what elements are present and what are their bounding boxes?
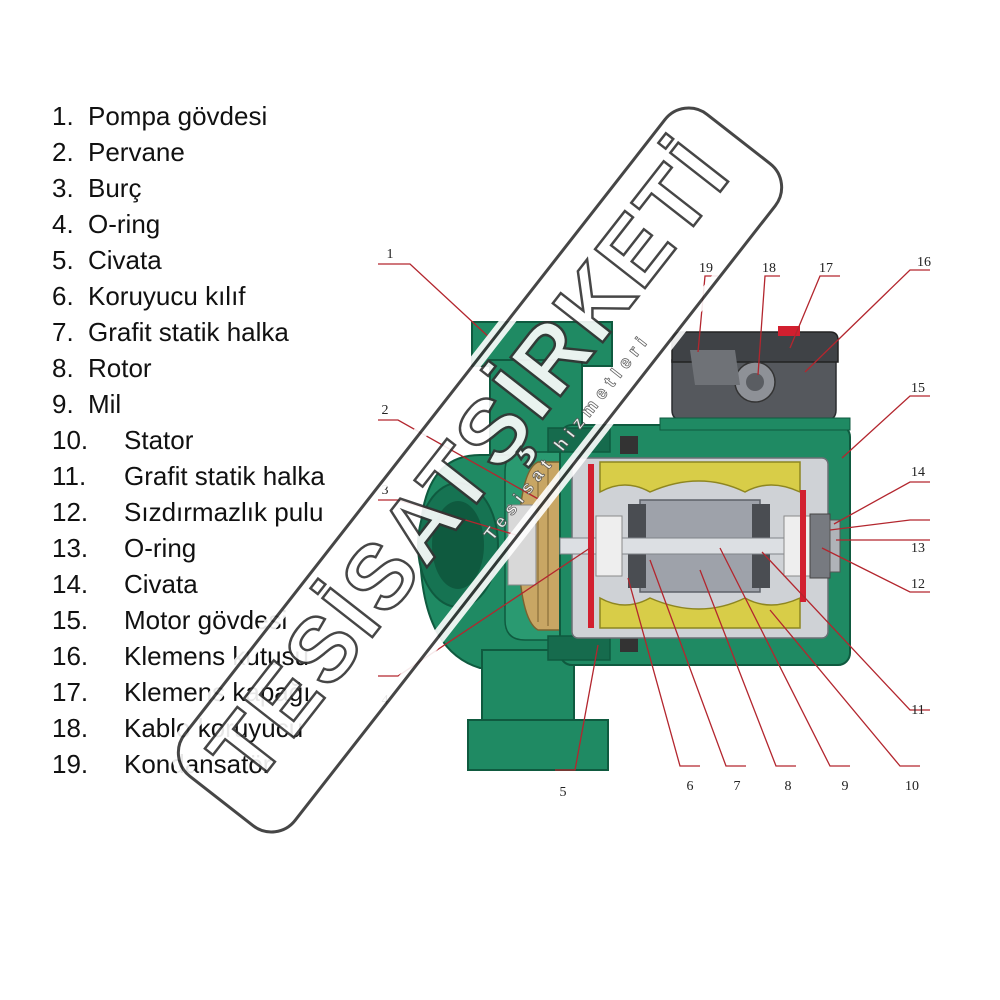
callout-number-1: 1: [387, 247, 394, 262]
legend-number: 11.: [52, 461, 87, 491]
legend-number: 2.: [52, 137, 74, 167]
legend-label: O-ring: [124, 533, 197, 563]
legend-number: 1.: [52, 101, 74, 131]
legend-label: Civata: [124, 569, 198, 599]
terminal-box: [659, 326, 851, 431]
legend-item: 11. Grafit statik halka: [52, 458, 325, 494]
legend-number: 3.: [52, 173, 74, 203]
legend-item: 10. Stator: [52, 422, 193, 458]
legend-item: 6. Koruyucu kılıf: [52, 278, 246, 314]
callout-number-9: 9: [842, 779, 849, 794]
legend-item: 13. O-ring: [52, 530, 196, 566]
callout-number-14: 14: [911, 465, 925, 480]
legend-label: Pompa gövdesi: [88, 101, 268, 131]
callout-number-17: 17: [819, 261, 833, 276]
callout-number-8: 8: [785, 779, 792, 794]
legend-item: 16. Klemens kutusu: [52, 638, 309, 674]
legend-number: 12.: [52, 497, 89, 527]
legend-item: 2. Pervane: [52, 134, 185, 170]
legend-item: 14. Civata: [52, 566, 198, 602]
callout-number-3: 3: [382, 483, 389, 498]
legend-item: 19.Kondansatör: [52, 746, 271, 782]
legend-label: Sızdırmazlık pulu: [124, 497, 324, 527]
callout-number-2: 2: [382, 403, 389, 418]
legend-number: 4.: [52, 209, 74, 239]
legend-number: 17.: [52, 677, 89, 707]
legend-number: 8.: [52, 353, 74, 383]
legend-label: Mil: [88, 389, 122, 419]
legend-item: 7. Grafit statik halka: [52, 314, 289, 350]
legend-label: Grafit statik halka: [124, 461, 325, 491]
legend-item: 1. Pompa gövdesi: [52, 98, 267, 134]
legend-number: 5.: [52, 245, 74, 275]
leader-lines: [378, 263, 930, 771]
legend-label: Kablo koruyucu: [124, 713, 304, 743]
legend-number: 13.: [52, 533, 89, 563]
callout-number-13: 13: [911, 541, 925, 556]
legend-label: Stator: [124, 425, 194, 455]
legend-number: 6.: [52, 281, 74, 311]
legend-item: 5. Civata: [52, 242, 162, 278]
callout-number-12: 12: [911, 577, 925, 592]
callout-number-19: 19: [699, 261, 713, 276]
legend-number: 16.: [52, 641, 89, 671]
legend-number: 14.: [52, 569, 89, 599]
legend-label: Burç: [88, 173, 142, 203]
legend-label: Klemens kutusu: [124, 641, 309, 671]
legend-label: Pervane: [88, 137, 185, 167]
callout-number-5: 5: [560, 785, 567, 800]
legend-number: 15.: [52, 605, 89, 635]
legend-number: 9.: [52, 389, 74, 419]
callout-number-16: 16: [917, 255, 931, 270]
legend-label: Civata: [88, 245, 162, 275]
legend-number: 7.: [52, 317, 74, 347]
callout-number-11: 11: [911, 703, 924, 718]
callout-number-15: 15: [911, 381, 925, 396]
legend-number: 10.: [52, 425, 89, 455]
legend-label: Koruyucu kılıf: [88, 281, 246, 311]
callout-number-7: 7: [734, 779, 741, 794]
legend-item: 18. Kablo koruyucu: [52, 710, 303, 746]
legend-item: 12. Sızdırmazlık pulu: [52, 494, 323, 530]
legend-number: 19.: [52, 749, 89, 779]
legend-item: 8. Rotor: [52, 350, 152, 386]
legend-item: 4. O-ring: [52, 206, 160, 242]
callout-number-18: 18: [762, 261, 776, 276]
callout-number-6: 6: [687, 779, 694, 794]
legend-item: 3. Burç: [52, 170, 141, 206]
callout-number-10: 10: [905, 779, 919, 794]
rotor-assembly: [559, 464, 841, 628]
stator: [599, 461, 801, 629]
legend-item: 9. Mil: [52, 386, 121, 422]
legend-label: Rotor: [88, 353, 152, 383]
legend-number: 18.: [52, 713, 89, 743]
legend-label: O-ring: [88, 209, 161, 239]
legend-label: Grafit statik halka: [88, 317, 289, 347]
